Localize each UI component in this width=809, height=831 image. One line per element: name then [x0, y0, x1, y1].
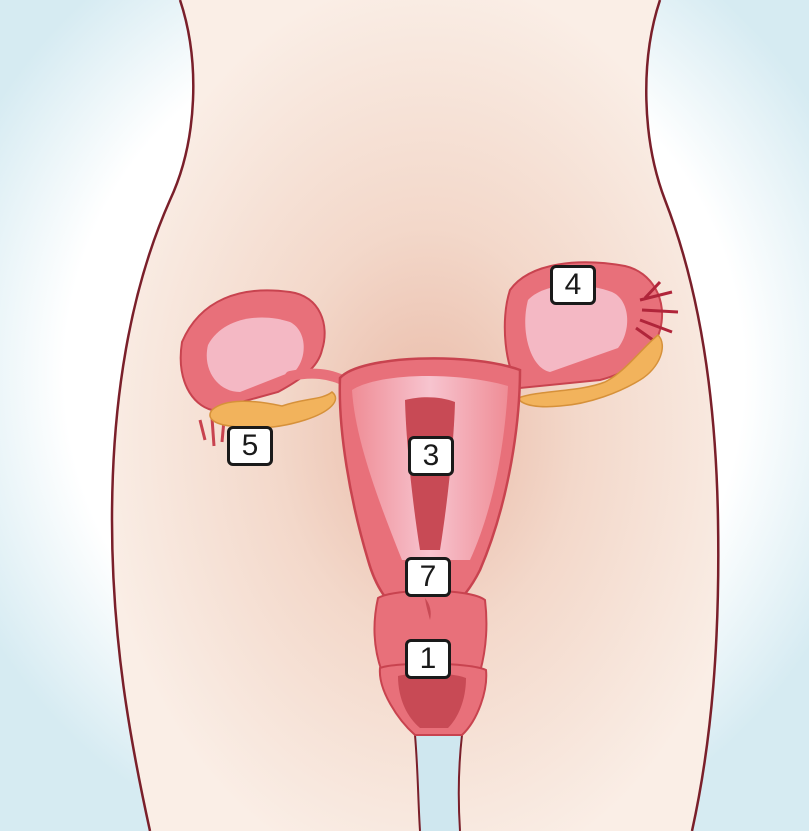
- leg-gap: [415, 735, 462, 831]
- marker-label-3: 3: [408, 436, 454, 476]
- marker-label-1: 1: [405, 639, 451, 679]
- marker-label-5: 5: [227, 426, 273, 466]
- marker-label-4: 4: [550, 265, 596, 305]
- marker-label-7: 7: [405, 557, 451, 597]
